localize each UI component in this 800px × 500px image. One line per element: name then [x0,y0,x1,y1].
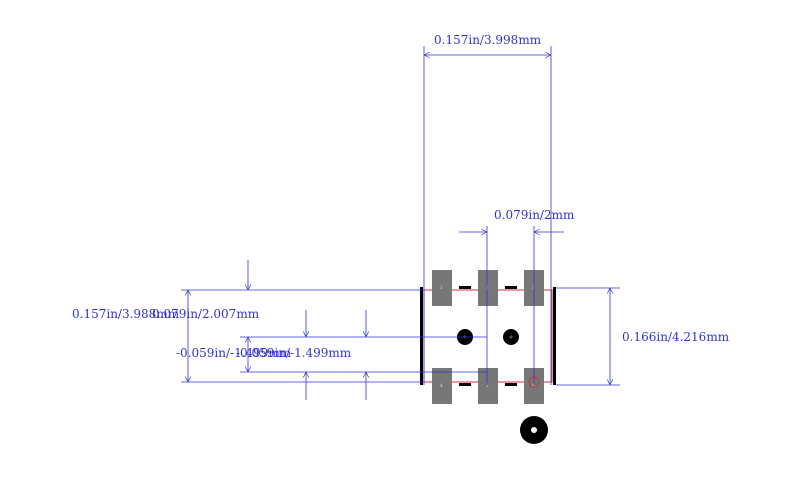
pad-label-2: 2 [486,285,489,290]
pad-label-3: 3 [532,285,535,290]
body-outline [420,286,556,386]
dimension-lines [181,46,620,400]
dim-overall-width: 0.157in/3.998mm [434,33,542,47]
dim-offset-b: -0.059in/-1.499mm [236,346,352,360]
pad-4 [432,368,452,404]
dim-body-width-b: 0.079in/2.007mm [152,307,260,321]
dim-offset-a: -0.059in/-1.499mm [176,346,292,360]
pad-2 [478,270,498,306]
pad-label-1: 1 [440,285,443,290]
dim-overall-height: 0.166in/4.216mm [622,330,730,344]
pad-group: 1 2 3 4 5 6 [432,270,544,404]
pad-label-5: 5 [486,383,489,388]
pad-label-6: 6 [532,383,535,388]
dim-body-width-a: 0.157in/3.988mm [72,307,180,321]
pad-6 [524,368,544,404]
dim-pitch: 0.079in/2mm [494,208,575,222]
pad-1 [432,270,452,306]
pad-label-4: 4 [440,383,443,388]
pad-5 [478,368,498,404]
